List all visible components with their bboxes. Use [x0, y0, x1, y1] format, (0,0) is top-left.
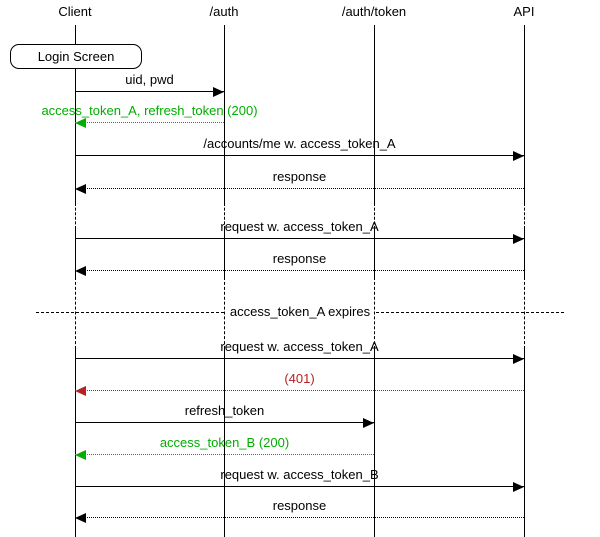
lifeline-auth	[224, 229, 225, 277]
arrowhead-icon	[513, 233, 524, 244]
message-line-0	[75, 91, 224, 92]
message-label-1: access_token_A, refresh_token (200)	[41, 103, 258, 118]
message-label-9: access_token_B (200)	[159, 435, 290, 450]
message-label-6: request w. access_token_A	[220, 339, 379, 354]
message-label-4: request w. access_token_A	[220, 219, 379, 234]
message-line-2	[75, 155, 524, 156]
actor-label-client: Client	[58, 4, 92, 19]
arrowhead-icon	[75, 512, 86, 523]
message-line-4	[75, 238, 524, 239]
arrowhead-icon	[213, 86, 224, 97]
message-line-7	[75, 390, 524, 391]
lifeline-api	[524, 203, 525, 229]
message-line-6	[75, 358, 524, 359]
lifeline-client	[75, 229, 76, 277]
lifeline-api	[524, 229, 525, 277]
message-label-11: response	[272, 498, 327, 513]
lifeline-api	[524, 25, 525, 203]
login-screen-note: Login Screen	[10, 44, 142, 69]
arrowhead-icon	[513, 353, 524, 364]
message-label-2: /accounts/me w. access_token_A	[203, 136, 396, 151]
lifeline-auth-token	[374, 349, 375, 537]
lifeline-client	[75, 25, 76, 203]
message-line-9	[75, 454, 374, 455]
lifeline-auth-token	[374, 203, 375, 229]
arrowhead-icon	[75, 265, 86, 276]
message-line-11	[75, 517, 524, 518]
arrowhead-icon	[75, 183, 86, 194]
message-label-10: request w. access_token_B	[220, 467, 379, 482]
lifeline-auth	[224, 203, 225, 229]
lifeline-client	[75, 277, 76, 349]
lifeline-auth-token	[374, 277, 375, 349]
lifeline-client	[75, 349, 76, 537]
lifeline-auth	[224, 277, 225, 349]
arrowhead-icon	[75, 449, 86, 460]
lifeline-auth	[224, 349, 225, 537]
lifeline-api	[524, 349, 525, 537]
actor-label-auth: /auth	[209, 4, 239, 19]
login-screen-note-label: Login Screen	[37, 49, 115, 64]
message-line-3	[75, 188, 524, 189]
lifeline-api	[524, 277, 525, 349]
arrowhead-icon	[75, 385, 86, 396]
message-label-8: refresh_token	[184, 403, 265, 418]
arrowhead-icon	[363, 417, 374, 428]
message-line-10	[75, 486, 524, 487]
actor-label-auth-token: /auth/token	[341, 4, 407, 19]
arrowhead-icon	[513, 481, 524, 492]
message-line-1	[75, 122, 224, 123]
lifeline-auth-token	[374, 229, 375, 277]
arrowhead-icon	[513, 150, 524, 161]
message-line-8	[75, 422, 374, 423]
message-label-0: uid, pwd	[125, 72, 174, 87]
message-line-5	[75, 270, 524, 271]
actor-label-api: API	[513, 4, 535, 19]
message-label-3: response	[272, 169, 327, 184]
divider-label: access_token_A expires	[225, 304, 375, 319]
message-label-5: response	[272, 251, 327, 266]
lifeline-auth-token	[374, 25, 375, 203]
arrowhead-icon	[75, 117, 86, 128]
message-label-7: (401)	[284, 371, 315, 386]
lifeline-auth	[224, 25, 225, 203]
lifeline-client	[75, 203, 76, 229]
